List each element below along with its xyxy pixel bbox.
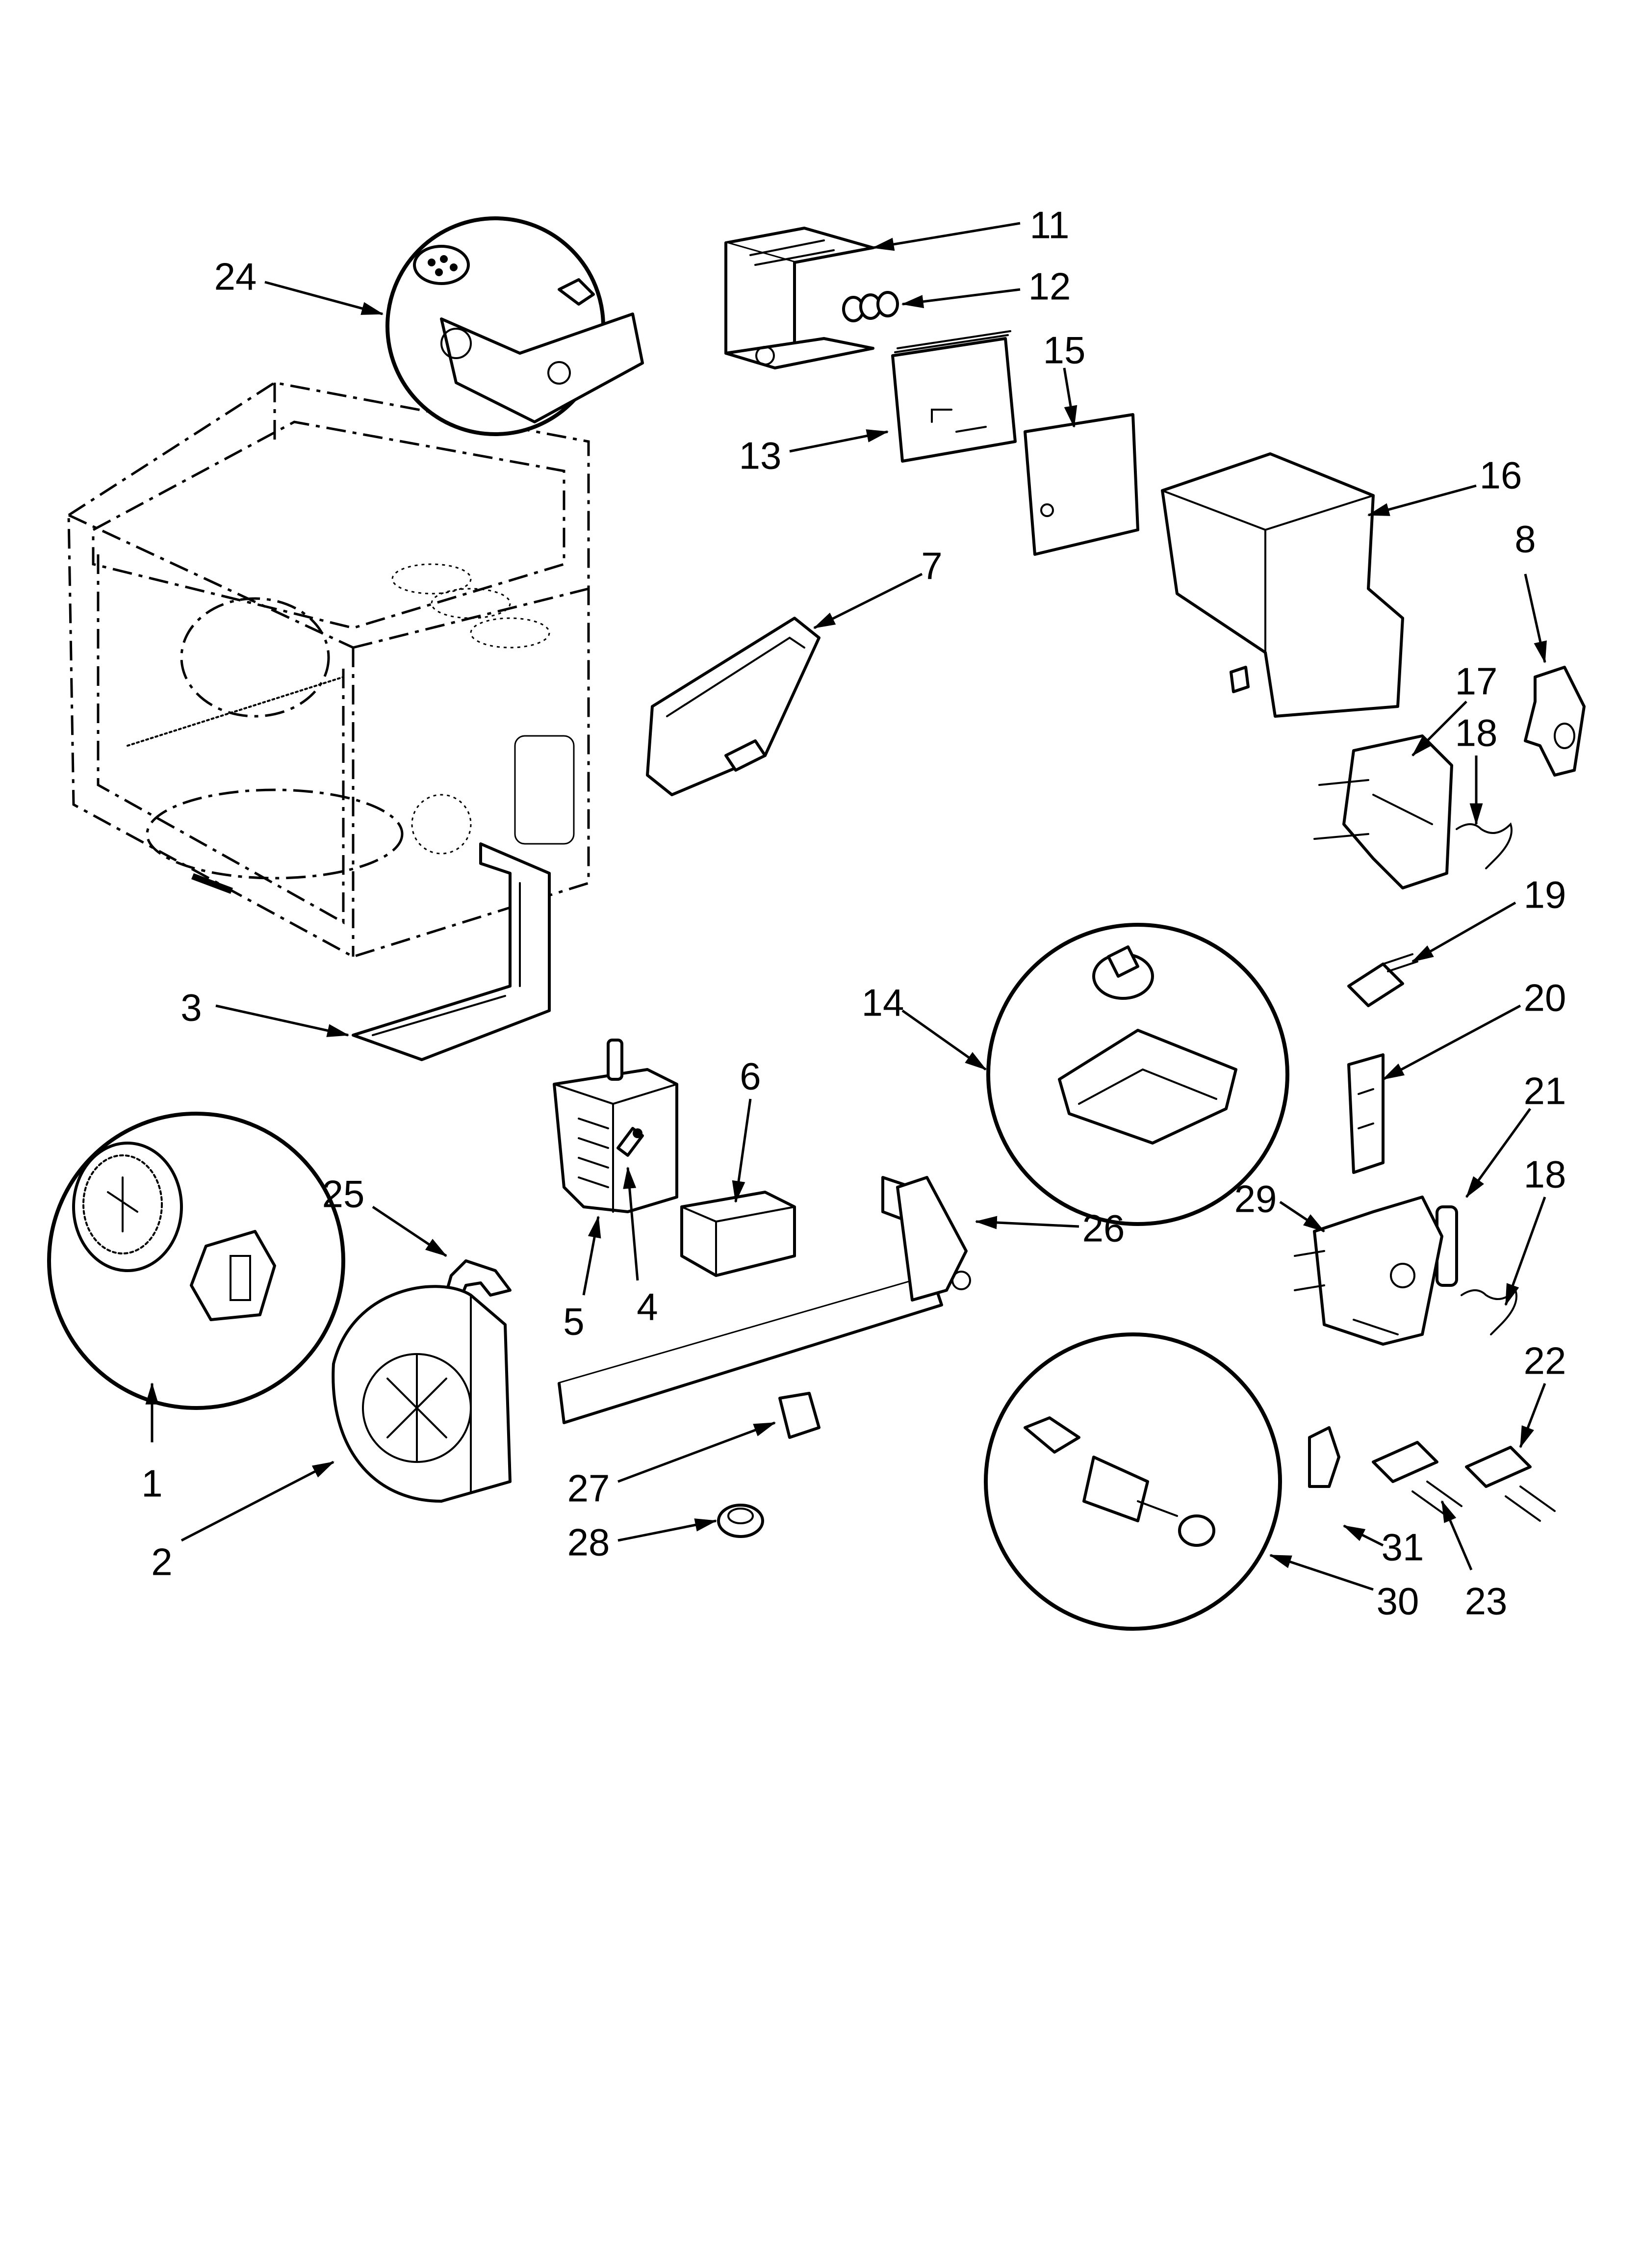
callout-c18a: 18 [1455, 711, 1498, 755]
detail-circle-30 [984, 1332, 1282, 1631]
callout-c14: 14 [862, 981, 904, 1024]
callout-c28: 28 [567, 1521, 610, 1564]
leader-c26 [975, 1216, 1079, 1229]
leader-c12 [901, 288, 1021, 309]
leader-c6 [732, 1098, 752, 1203]
callout-c27: 27 [567, 1467, 610, 1510]
callout-c20: 20 [1524, 976, 1566, 1019]
callout-c8: 8 [1514, 518, 1536, 561]
part-switch-19 [1347, 953, 1418, 1007]
leader-c5 [582, 1215, 601, 1296]
part-thermal-fuse-4 [616, 1127, 644, 1157]
part-switch-22 [1465, 1446, 1556, 1522]
leader-c30 [1269, 1554, 1374, 1591]
part-door-panel-7 [646, 617, 821, 796]
leader-c24 [264, 281, 384, 315]
part-interlock-29 [1294, 1196, 1443, 1346]
callout-c5: 5 [563, 1300, 584, 1343]
callout-c3: 3 [180, 986, 202, 1029]
waveguide-bracket [352, 842, 551, 1061]
leader-c4 [623, 1166, 639, 1281]
callout-c1: 1 [141, 1462, 162, 1505]
part-connector-27 [778, 1392, 821, 1439]
callout-c6: 6 [740, 1055, 761, 1098]
leader-c16 [1367, 484, 1477, 517]
callout-c26: 26 [1082, 1207, 1125, 1250]
callout-c12: 12 [1028, 265, 1071, 308]
callout-c13: 13 [739, 434, 782, 477]
leader-c23 [1440, 1500, 1473, 1570]
leader-c2 [180, 1460, 334, 1542]
part-waveguide-26 [558, 1176, 971, 1424]
leader-c28 [617, 1518, 718, 1542]
part-rollers-12 [842, 291, 899, 322]
part-duct-16 [1161, 452, 1404, 718]
callout-c24: 24 [214, 255, 257, 298]
callout-labels: 1234567811121314151617181920211822232425… [141, 204, 1566, 1623]
part-clip-31 [1308, 1426, 1340, 1488]
callout-c31: 31 [1382, 1526, 1424, 1569]
callout-c21: 21 [1524, 1069, 1566, 1113]
part-blower-2 [332, 1285, 512, 1503]
part-magnetron-5 [553, 1039, 678, 1213]
leader-c27 [617, 1421, 776, 1483]
part-latch-housing-17 [1313, 734, 1453, 889]
callout-c11: 11 [1030, 204, 1070, 247]
callout-c2: 2 [151, 1540, 172, 1584]
callout-c30: 30 [1377, 1580, 1419, 1623]
leader-c7 [813, 573, 923, 629]
callout-c19: 19 [1524, 873, 1566, 916]
part-actuator-20 [1347, 1053, 1385, 1174]
leader-c14 [901, 1009, 987, 1071]
callout-c4: 4 [637, 1285, 658, 1329]
part-control-board-13 [891, 330, 1017, 463]
leader-c3 [215, 1004, 350, 1037]
leader-c11 [872, 222, 1021, 251]
detail-circle-1 [47, 1112, 345, 1410]
leader-c22 [1519, 1383, 1546, 1449]
leader-c18b [1504, 1197, 1546, 1306]
leader-c19 [1411, 901, 1516, 963]
callout-leaders [145, 222, 1547, 1591]
callout-c7: 7 [921, 545, 942, 588]
part-spring-18a [1456, 822, 1513, 869]
callout-c23: 23 [1465, 1580, 1508, 1623]
leader-c20 [1382, 1004, 1521, 1081]
leader-c21 [1465, 1108, 1532, 1198]
leader-c8 [1524, 574, 1547, 664]
leader-c17 [1411, 701, 1467, 756]
part-latch-8 [1524, 666, 1586, 777]
leader-c13 [789, 429, 889, 453]
oven-cavity-outline [67, 381, 590, 958]
part-grommet-28 [717, 1504, 764, 1538]
leader-c29 [1279, 1200, 1325, 1233]
callout-c25: 25 [322, 1173, 365, 1216]
callout-c29: 29 [1234, 1177, 1277, 1221]
callout-c16: 16 [1480, 454, 1522, 497]
part-switch-23 [1372, 1441, 1462, 1517]
leader-c25 [372, 1205, 447, 1257]
part-capacitor-6 [680, 1191, 796, 1277]
callout-c15: 15 [1043, 329, 1086, 372]
part-panel-15 [1024, 413, 1139, 556]
leader-c15 [1063, 367, 1078, 428]
callout-c22: 22 [1524, 1339, 1566, 1382]
leader-c31 [1342, 1524, 1384, 1547]
detail-circle-14 [986, 923, 1289, 1226]
detail-circle-24 [385, 216, 644, 436]
callout-c18b: 18 [1524, 1153, 1566, 1196]
callout-c17: 17 [1455, 660, 1498, 703]
